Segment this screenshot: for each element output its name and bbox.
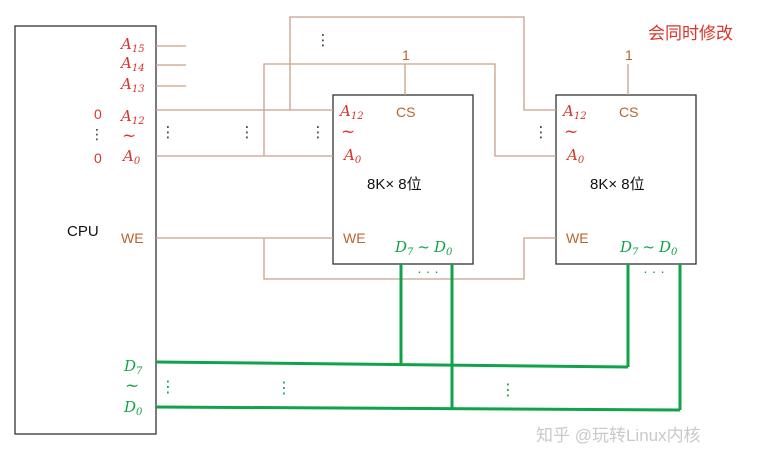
cpu-pin-d0: D0 bbox=[123, 398, 143, 418]
chip-1-cs-input: 1 bbox=[402, 47, 410, 63]
bus-dots-5: ⋮ bbox=[534, 124, 549, 141]
watermark-text: 知乎 @玩转Linux内核 bbox=[536, 426, 701, 445]
cpu-pin-a15: A15 bbox=[119, 35, 145, 55]
chip-2-title: 8K× 8位 bbox=[590, 176, 645, 193]
cpu-data-tilde: ~ bbox=[125, 376, 139, 396]
data-bus-d0 bbox=[155, 405, 681, 412]
wire-we-to-chip2 bbox=[263, 237, 556, 280]
cpu-data-pins: D7 ~ D0 bbox=[123, 357, 143, 418]
cpu-pin-a14: A14 bbox=[119, 54, 145, 74]
chip-1-title: 8K× 8位 bbox=[367, 176, 422, 193]
chip-2-data-range: D7~D0 bbox=[619, 238, 678, 258]
chip-1-tilde: ~ bbox=[341, 122, 355, 142]
chip-2-tilde: ~ bbox=[564, 122, 578, 142]
chip-2-a0: A0 bbox=[565, 146, 585, 166]
cpu-address-pins: A15 A14 A13 A12 ~ A0 0 ⋮ 0 bbox=[90, 35, 145, 167]
chip-2-we: WE bbox=[566, 230, 589, 246]
address-wires bbox=[156, 16, 629, 280]
cpu-we-label: WE bbox=[121, 230, 144, 246]
cpu-zero-bottom: 0 bbox=[94, 150, 102, 166]
chip-2-pin-dots: · · · bbox=[643, 263, 665, 279]
chip-1-cs: CS bbox=[396, 104, 415, 120]
chip-1-box bbox=[332, 94, 474, 265]
wire-a12-to-chip2 bbox=[289, 16, 556, 111]
cpu-box bbox=[14, 25, 157, 435]
bus-dots-1: ⋮ bbox=[161, 124, 176, 141]
bus-dots-4: ⋮ bbox=[316, 32, 331, 49]
cpu-vdots: ⋮ bbox=[90, 126, 104, 142]
chip-1-we: WE bbox=[343, 230, 366, 246]
bus-dots-3: ⋮ bbox=[311, 124, 326, 141]
cpu-pin-a0: A0 bbox=[121, 147, 141, 167]
data-bus bbox=[155, 264, 682, 412]
data-bus-dots: ⋮ ⋮ ⋮ · · · · · · bbox=[160, 263, 665, 399]
cpu-pin-a13: A13 bbox=[119, 75, 145, 95]
chip-2-labels: 1 A12 CS ~ A0 8K× 8位 WE D7~D0 bbox=[561, 47, 678, 258]
chip-2-box bbox=[555, 94, 697, 265]
chip-1-labels: 1 A12 CS ~ A0 8K× 8位 WE D7~D0 bbox=[338, 47, 453, 258]
cpu-zero-top: 0 bbox=[94, 106, 102, 122]
chip-1-data-range: D7~D0 bbox=[394, 238, 453, 258]
chip-2-cs-input: 1 bbox=[625, 47, 633, 63]
cpu-pin-a12: A12 bbox=[119, 107, 145, 127]
annotation-text: 会同时修改 bbox=[648, 24, 733, 43]
chip-1-a12: A12 bbox=[338, 102, 364, 122]
cpu-pin-d7: D7 bbox=[123, 357, 143, 377]
data-bus-d7 bbox=[155, 360, 629, 369]
chip-1-a0: A0 bbox=[342, 146, 362, 166]
chip-1-pin-dots: · · · bbox=[417, 263, 439, 279]
data-dots-2: ⋮ bbox=[276, 380, 292, 397]
chip-2-a12: A12 bbox=[561, 102, 587, 122]
chip-2-cs: CS bbox=[619, 104, 638, 120]
bus-dots-2: ⋮ bbox=[240, 124, 255, 141]
wire-a0-to-chip2 bbox=[263, 63, 556, 157]
bus-dots: ⋮ ⋮ ⋮ ⋮ ⋮ bbox=[161, 32, 549, 141]
data-dots-3: ⋮ bbox=[500, 382, 516, 399]
data-dots-1: ⋮ bbox=[160, 379, 176, 396]
cpu-pin-tilde: ~ bbox=[122, 126, 136, 146]
cpu-label: CPU bbox=[67, 223, 99, 240]
